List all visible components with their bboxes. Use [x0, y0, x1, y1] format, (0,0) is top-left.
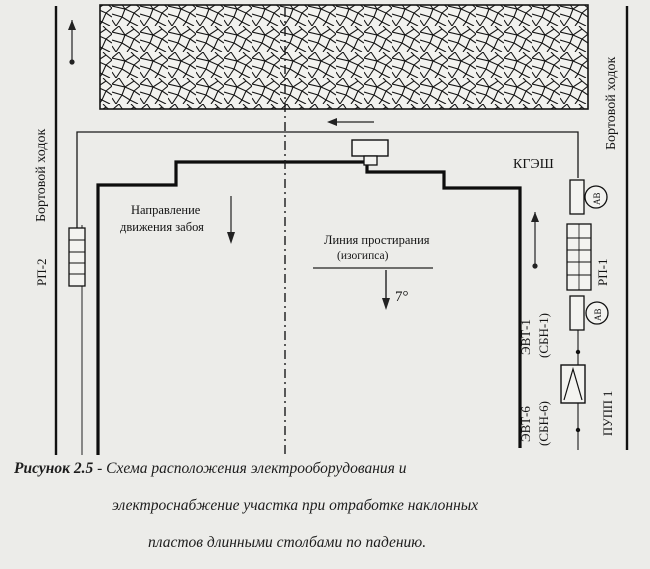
label-strike-line-1: Линия простирания	[324, 233, 430, 247]
label-dip-angle: 7°	[395, 289, 409, 305]
label-strike-line-2: (изогипса)	[337, 250, 389, 262]
caved-rock-zone	[99, 4, 589, 110]
av-breaker-top	[569, 179, 608, 215]
label-push1: ПУПП 1	[601, 391, 615, 436]
junction-dot-2	[575, 427, 581, 433]
cable-direction-arrow	[327, 118, 374, 126]
figure-caption-text-3: пластов длинными столбами по падению.	[148, 534, 427, 551]
label-evt6-a: ЭВТ-6	[518, 406, 533, 442]
face-direction-arrow	[227, 196, 235, 244]
rp1-switchgear	[566, 223, 592, 291]
label-face-direction-2: движения забоя	[120, 220, 204, 234]
label-evt1-a: ЭВТ-1	[518, 319, 533, 355]
label-kgesh: КГЭШ	[513, 157, 554, 172]
power-cable-route	[76, 131, 579, 228]
left-passage-arrow	[68, 20, 76, 65]
figure-caption-text-2: электроснабжение участка при отработке н…	[112, 497, 479, 514]
pupp-transformer	[560, 364, 586, 404]
label-av-bottom: АВ	[593, 308, 603, 321]
label-evt1-b: (СБН-1)	[536, 313, 551, 358]
figure-caption-text-1: - Схема расположения электрооборудования…	[93, 460, 407, 477]
figure-caption-line-1: Рисунок 2.5 - Схема расположения электро…	[0, 460, 650, 478]
label-rp1: РП-1	[595, 259, 610, 286]
label-evt6-b: (СБН-6)	[536, 401, 551, 446]
junction-dot-1	[575, 349, 581, 355]
label-side-passage-left: Бортовой ходок	[34, 129, 49, 222]
combine-unit	[351, 139, 389, 166]
figure-caption-line-2: электроснабжение участка при отработке н…	[0, 497, 650, 515]
longwall-face-outline	[96, 160, 522, 455]
rp2-switchgear	[68, 227, 86, 287]
label-face-direction-1: Направление	[131, 203, 201, 217]
figure-caption-number: Рисунок 2.5	[14, 460, 94, 477]
right-interior-arrow	[531, 212, 539, 269]
av-breaker-bottom	[569, 295, 609, 331]
label-side-passage-right: Бортовой ходок	[604, 57, 619, 150]
label-rp2: РП-2	[34, 259, 49, 286]
dip-arrow	[382, 270, 390, 310]
figure-caption-line-3: пластов длинными столбами по падению.	[0, 534, 650, 552]
label-av-top: АВ	[592, 192, 602, 205]
